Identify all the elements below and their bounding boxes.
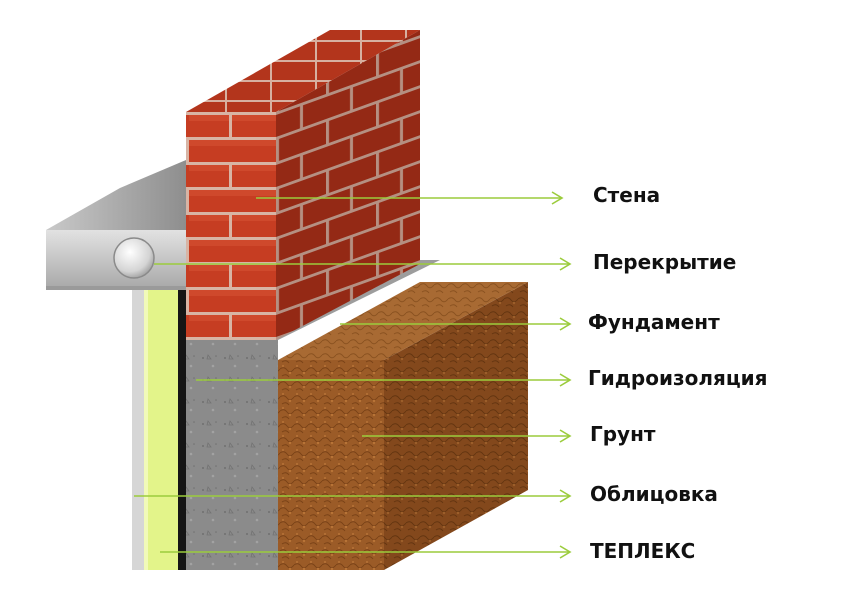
leader-lines [134,191,572,559]
floor-slab [46,160,186,290]
leader-line-cladding [134,489,572,503]
cladding-and-insulation [132,290,186,570]
label-soil: Грунт [590,422,656,446]
leader-line-wall [256,191,564,205]
labels: Стена Перекрытие Фундамент Гидроизоляция… [588,183,768,563]
slab-hollow-core [113,237,155,279]
leader-line-waterproofing [196,373,572,387]
brick-wall [186,30,420,340]
label-slab: Перекрытие [593,250,736,274]
leader-line-teplex [160,545,572,559]
soil-block [278,282,528,570]
label-teplex: ТЕПЛЕКС [590,539,695,563]
leader-line-foundation [340,317,572,331]
label-waterproofing: Гидроизоляция [588,366,768,390]
label-wall: Стена [593,183,660,207]
leader-line-soil [362,429,572,443]
label-cladding: Облицовка [590,482,718,506]
leader-line-slab [154,257,572,271]
label-foundation: Фундамент [588,310,720,334]
